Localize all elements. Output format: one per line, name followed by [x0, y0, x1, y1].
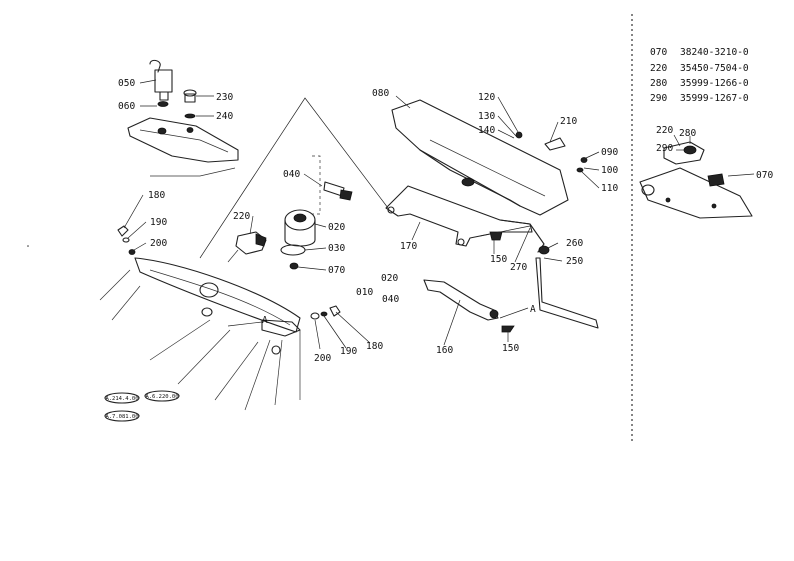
table-ref-070: 070 [650, 47, 667, 58]
label-150-upper: 150 [490, 254, 507, 265]
label-220: 220 [233, 211, 250, 222]
label-200-left: 200 [150, 238, 167, 249]
inset-label-070: 070 [756, 170, 773, 181]
left-hardware [117, 225, 341, 320]
switch-assembly-topleft [127, 59, 239, 177]
label-050: 050 [118, 78, 135, 89]
label-240: 240 [216, 111, 233, 122]
table-ref-280: 280 [650, 78, 667, 89]
reference-ovals: A.214.4.00 A.6.220.00 A.7.081.00 [104, 390, 180, 422]
label-090: 090 [601, 147, 618, 158]
label-260: 260 [566, 238, 583, 249]
label-010: 010 [356, 287, 373, 298]
ref-oval-2: A.6.220.00 [145, 394, 178, 400]
ref-oval-3: A.7.081.00 [105, 414, 138, 420]
marker-a-left: A [262, 315, 268, 326]
key-switch-group [227, 155, 353, 270]
inset-label-280: 280 [679, 128, 696, 139]
table-part-290: 35999-1267-0 [680, 93, 749, 104]
label-100: 100 [601, 165, 618, 176]
table-part-280: 35999-1266-0 [680, 78, 749, 89]
label-140: 140 [478, 125, 495, 136]
label-060: 060 [118, 101, 135, 112]
label-190-right: 190 [340, 346, 357, 357]
inset-label-290: 290 [656, 143, 673, 154]
label-070: 070 [328, 265, 345, 276]
perspective-lines [199, 97, 389, 259]
label-020: 020 [328, 222, 345, 233]
table-ref-290: 290 [650, 93, 667, 104]
label-250: 250 [566, 256, 583, 267]
label-040: 040 [283, 169, 300, 180]
label-020-sub: 020 [381, 273, 398, 284]
label-040-sub: 040 [382, 294, 399, 305]
table-part-220: 35450-7504-0 [680, 63, 749, 74]
table-part-070: 38240-3210-0 [680, 47, 749, 58]
label-210: 210 [560, 116, 577, 127]
label-080: 080 [372, 88, 389, 99]
parts-table: 070 38240-3210-0 220 35450-7504-0 280 35… [650, 47, 749, 104]
label-130: 130 [478, 111, 495, 122]
ref-oval-1: A.214.4.00 [105, 396, 138, 402]
label-270: 270 [510, 262, 527, 273]
label-170: 170 [400, 241, 417, 252]
label-200-right: 200 [314, 353, 331, 364]
label-230: 230 [216, 92, 233, 103]
label-120: 120 [478, 92, 495, 103]
label-150-lower: 150 [502, 343, 519, 354]
label-190-left: 190 [150, 217, 167, 228]
center-panel [385, 99, 599, 333]
dash-panel [99, 257, 301, 411]
table-ref-220: 220 [650, 63, 667, 74]
inset-drawing: 220 280 290 070 [639, 125, 773, 219]
inset-label-220: 220 [656, 125, 673, 136]
part-labels: 050 060 230 240 180 190 200 040 220 020 … [118, 78, 618, 364]
stray-dot [27, 245, 29, 247]
label-180-left: 180 [148, 190, 165, 201]
marker-a-right: A [530, 304, 536, 315]
label-110: 110 [601, 183, 618, 194]
label-160: 160 [436, 345, 453, 356]
label-180-right: 180 [366, 341, 383, 352]
leader-lines [123, 79, 600, 350]
label-030: 030 [328, 243, 345, 254]
